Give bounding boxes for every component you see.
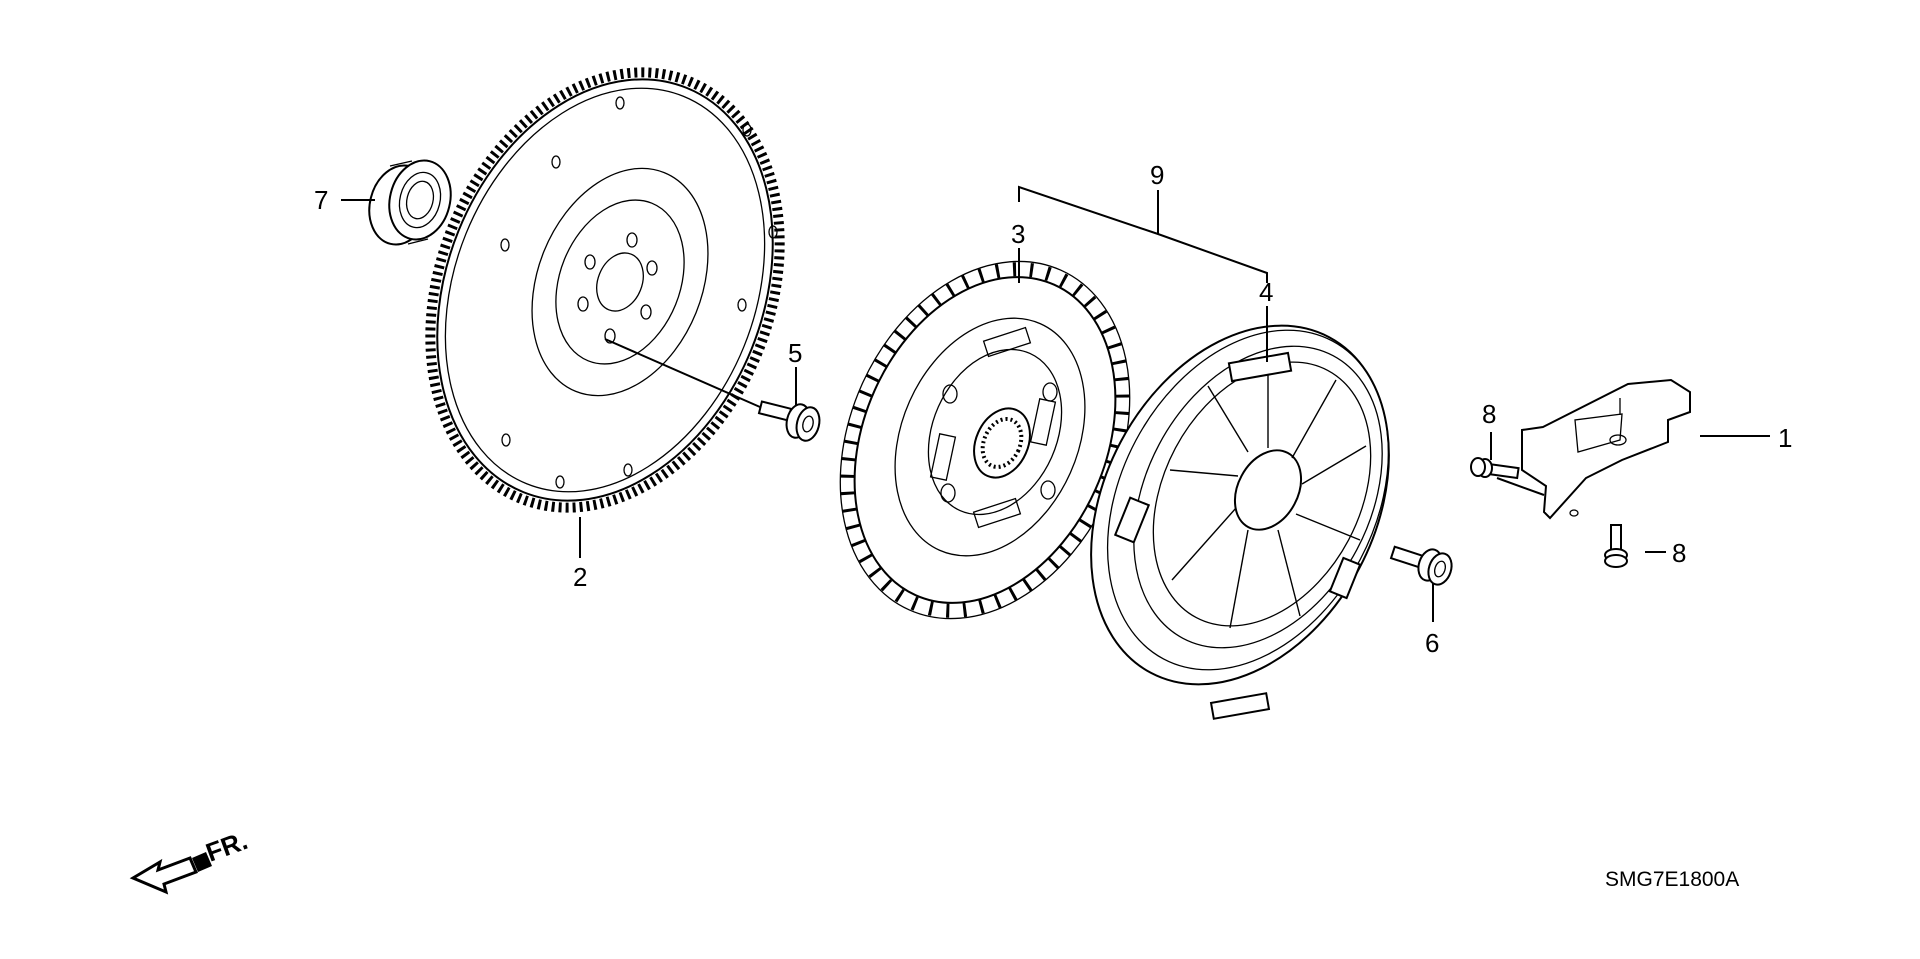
pressure-plate-bolt [1389,545,1453,586]
callout-6: 6 [1425,628,1439,658]
leader-lines [341,185,1770,622]
flywheel [425,67,785,513]
front-direction-arrow: FR. [129,825,252,895]
callout-5: 5 [788,338,802,368]
bracket-cover [1521,378,1691,520]
callout-3: 3 [1011,219,1025,249]
callout-4: 4 [1259,277,1273,307]
callout-8-lower: 8 [1672,538,1686,568]
callout-1: 1 [1778,423,1792,453]
bracket-bolt-lower [1604,524,1628,568]
callout-9: 9 [1150,160,1164,190]
diagram-code: SMG7E1800A [1605,868,1739,891]
flywheel-bolt [757,400,821,442]
callout-2: 2 [573,562,587,592]
bracket-bolt-upper [1470,457,1520,480]
callout-8-upper: 8 [1482,399,1496,429]
callout-7: 7 [314,185,328,215]
pressure-plate [1090,324,1390,720]
pilot-bearing [368,159,452,246]
clutch-disc [839,260,1131,620]
front-arrow-label: FR. [202,825,252,868]
